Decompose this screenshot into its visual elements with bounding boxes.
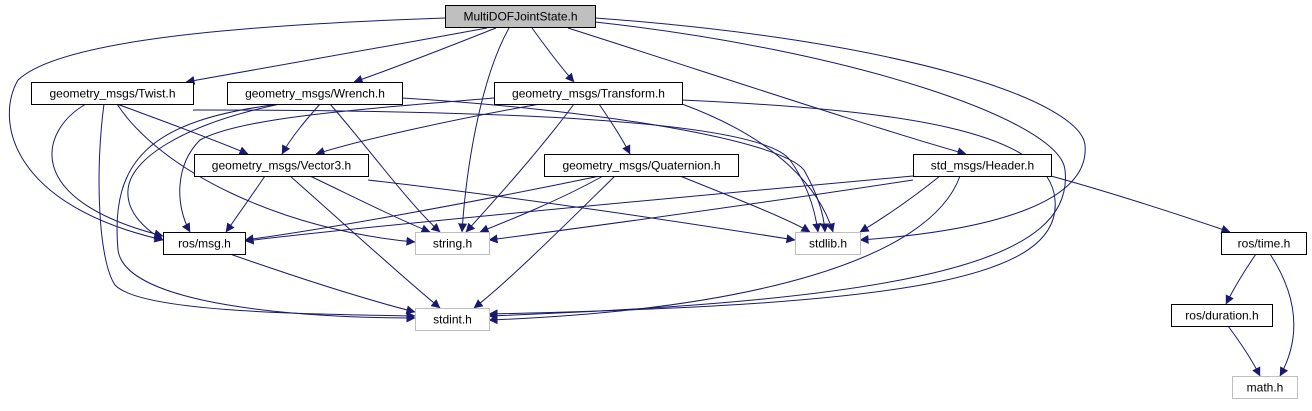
edge-transform-to-quaternion <box>598 103 631 155</box>
edge-twist-to-stdint <box>98 103 416 321</box>
node-box-rostime <box>1221 232 1307 255</box>
edge-header-to-string <box>488 179 914 244</box>
node-math: math.h <box>1232 376 1298 399</box>
edge-rostime-to-math <box>1269 253 1295 377</box>
edge-root-to-rosmsg <box>8 17 446 243</box>
node-label-string: string.h <box>433 237 472 251</box>
node-box-stdint <box>415 308 490 331</box>
edge-header-to-stdint <box>488 175 961 325</box>
edge-vector3-to-rosmsg <box>225 175 266 233</box>
edge-header-to-stdlib <box>859 175 941 233</box>
node-label-duration: ros/duration.h <box>1185 309 1258 323</box>
edge-root-to-string <box>458 27 510 233</box>
node-label-transform: geometry_msgs/Transform.h <box>512 87 665 101</box>
edge-root-to-twist <box>185 27 488 85</box>
edge-rostime-to-duration <box>1225 253 1257 305</box>
node-box-rosmsg <box>163 232 246 255</box>
node-root[interactable]: MultiDOFJointState.h <box>445 5 596 28</box>
edge-transform-to-rosmsg <box>179 97 495 233</box>
edge-root-to-transform <box>531 27 575 83</box>
edge-vector3-to-string <box>309 175 431 234</box>
node-stdlib: stdlib.h <box>795 232 861 255</box>
node-rosmsg[interactable]: ros/msg.h <box>163 232 246 255</box>
edge-wrench-to-stdint <box>116 103 416 323</box>
node-transform[interactable]: geometry_msgs/Transform.h <box>494 82 683 105</box>
edge-transform-to-stdlib <box>681 103 835 233</box>
node-label-rostime: ros/time.h <box>1238 237 1291 251</box>
edge-wrench-to-stdlib <box>401 97 829 233</box>
edge-root-to-stdlib <box>594 17 1086 244</box>
node-box-root <box>445 5 596 28</box>
node-box-wrench <box>227 82 403 105</box>
edge-twist-to-vector3 <box>116 103 249 155</box>
edge-vector3-to-stdint <box>289 175 441 309</box>
node-header[interactable]: std_msgs/Header.h <box>913 154 1052 177</box>
edge-rosmsg-to-stdint <box>229 253 416 315</box>
edge-header-to-rosmsg <box>244 175 914 245</box>
node-box-header <box>913 154 1052 177</box>
node-label-header: std_msgs/Header.h <box>931 159 1034 173</box>
node-label-stdlib: stdlib.h <box>809 237 847 251</box>
edge-transform-to-vector3 <box>315 103 541 156</box>
node-box-quaternion <box>544 154 739 177</box>
node-stdint: stdint.h <box>415 308 490 331</box>
node-label-twist: geometry_msgs/Twist.h <box>49 87 175 101</box>
node-duration[interactable]: ros/duration.h <box>1171 304 1273 327</box>
edge-quaternion-to-rosmsg <box>244 175 601 244</box>
node-label-vector3: geometry_msgs/Vector3.h <box>212 159 351 173</box>
edge-twist-to-string <box>116 103 416 246</box>
edge-transform-to-stdint <box>488 99 1056 319</box>
edge-wrench-to-vector3 <box>281 103 321 155</box>
edge-twist-to-rosmsg <box>51 103 164 239</box>
node-box-vector3 <box>194 154 369 177</box>
edge-root-to-wrench <box>353 27 497 84</box>
edge-header-to-rostime <box>1050 175 1231 234</box>
edge-twist-to-stdlib <box>192 109 822 233</box>
node-label-math: math.h <box>1247 381 1284 395</box>
node-label-rosmsg: ros/msg.h <box>178 237 231 251</box>
edge-root-to-header <box>567 27 967 157</box>
edge-duration-to-math <box>1227 325 1261 377</box>
edge-quaternion-to-stdint <box>473 175 616 309</box>
node-layer: MultiDOFJointState.h geometry_msgs/Twist.… <box>31 5 1307 399</box>
node-box-transform <box>494 82 683 105</box>
node-vector3[interactable]: geometry_msgs/Vector3.h <box>194 154 369 177</box>
node-label-quaternion: geometry_msgs/Quaternion.h <box>562 159 720 173</box>
node-wrench[interactable]: geometry_msgs/Wrench.h <box>227 82 403 105</box>
node-label-root: MultiDOFJointState.h <box>463 10 577 24</box>
edge-quaternion-to-string <box>479 175 604 234</box>
node-box-stdlib <box>795 232 861 255</box>
edge-wrench-to-rosmsg <box>127 103 281 241</box>
edge-transform-to-string <box>465 103 575 233</box>
node-box-twist <box>31 82 194 105</box>
node-string: string.h <box>415 232 490 255</box>
node-label-wrench: geometry_msgs/Wrench.h <box>245 87 385 101</box>
node-twist[interactable]: geometry_msgs/Twist.h <box>31 82 194 105</box>
node-rostime[interactable]: ros/time.h <box>1221 232 1307 255</box>
edge-quaternion-to-stdlib <box>679 175 811 233</box>
node-box-string <box>415 232 490 255</box>
edge-vector3-to-stdlib <box>367 179 796 244</box>
node-box-math <box>1232 376 1298 399</box>
edge-layer <box>8 17 1295 377</box>
node-quaternion[interactable]: geometry_msgs/Quaternion.h <box>544 154 739 177</box>
node-box-duration <box>1171 304 1273 327</box>
node-label-stdint: stdint.h <box>433 313 472 327</box>
